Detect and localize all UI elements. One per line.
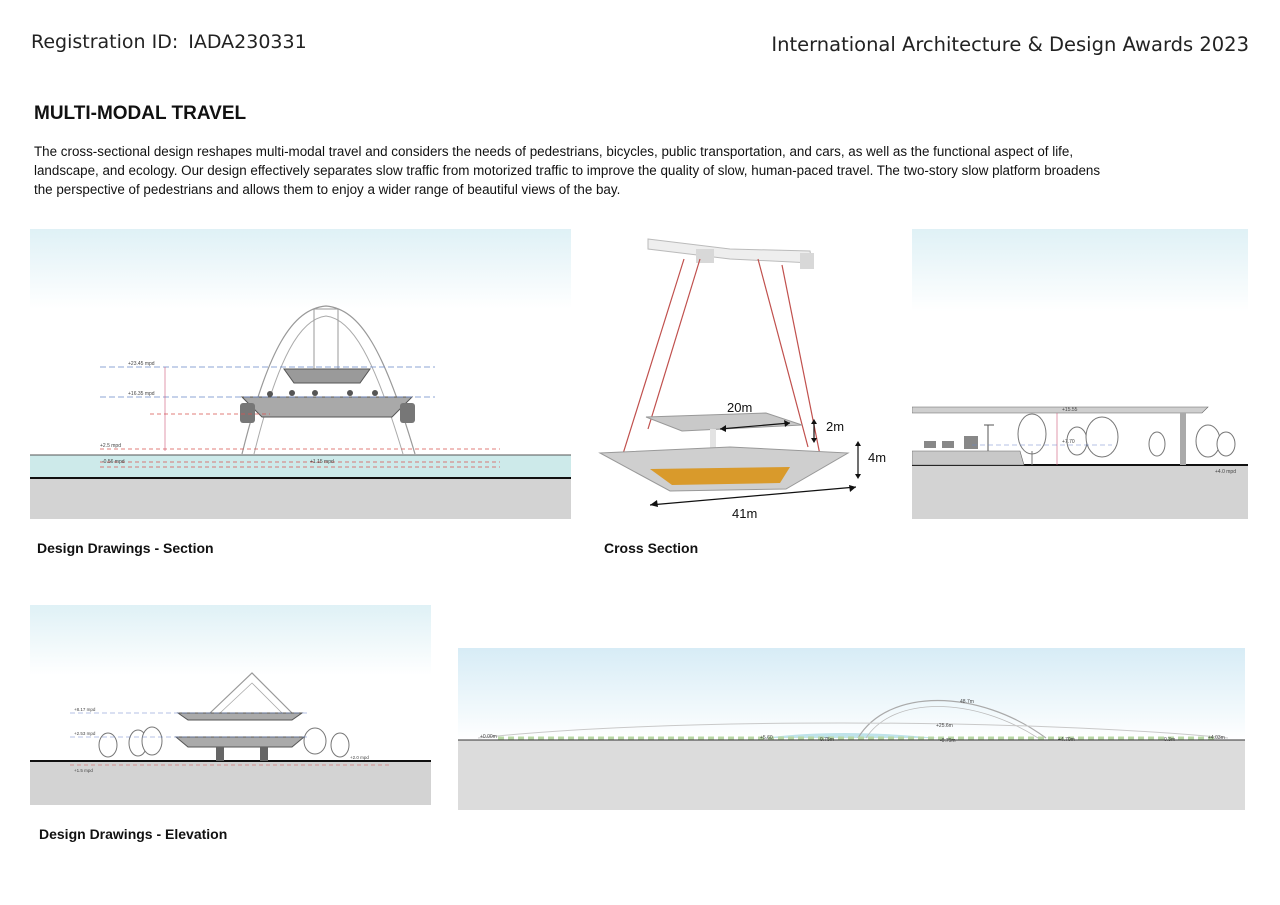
side-view-image: +15.55 +7.70 +4.0 mpd bbox=[912, 229, 1248, 519]
panorama-label: +25.6m bbox=[936, 723, 953, 729]
registration-value: IADA230331 bbox=[188, 31, 307, 53]
cross-section-image: 20m 2m 4m 41m bbox=[590, 229, 895, 524]
dim-label-upper-height: 2m bbox=[826, 419, 844, 434]
panorama-label: +5.60 bbox=[760, 735, 773, 741]
section-level-label: +16.35 mpd bbox=[128, 391, 155, 397]
bridge-panorama-image: 48.7m +25.6m +0.00m +5.60 0.75m -0.79m +… bbox=[458, 648, 1245, 810]
panorama-label: +0.00m bbox=[480, 734, 497, 740]
caption-section-drawing: Design Drawings - Section bbox=[37, 540, 214, 556]
section-level-label: +1.15 mpd bbox=[310, 459, 334, 465]
section-description: The cross-sectional design reshapes mult… bbox=[34, 144, 1101, 197]
elevation-label: +1.5 mpd bbox=[74, 768, 93, 773]
section-level-label: +2.5 mpd bbox=[100, 443, 121, 449]
dim-label-upper-width: 20m bbox=[727, 400, 752, 415]
side-view-label: +15.55 bbox=[1062, 407, 1078, 413]
dim-label-lower-width: 41m bbox=[732, 506, 757, 521]
caption-cross-section: Cross Section bbox=[604, 540, 699, 556]
elevation-label: +2.53 mpd bbox=[74, 731, 96, 736]
panorama-label: +4.03m bbox=[1208, 735, 1225, 741]
side-view-label: +4.0 mpd bbox=[1215, 469, 1236, 475]
panorama-label: 0.3m bbox=[1164, 737, 1175, 743]
section-level-label: -0.56 mpd bbox=[102, 459, 125, 465]
award-title: International Architecture & Design Awar… bbox=[771, 33, 1249, 56]
dim-label-lower-height: 4m bbox=[868, 450, 886, 465]
elevation-label: +2.0 mpd bbox=[350, 755, 369, 760]
registration-label: Registration ID: bbox=[31, 31, 179, 53]
side-view-label: +7.70 bbox=[1062, 439, 1075, 445]
section-drawing-image: +23.45 mpd +16.35 mpd +2.5 mpd -0.56 mpd… bbox=[30, 229, 571, 519]
registration-id: Registration ID: IADA230331 bbox=[31, 31, 307, 53]
panorama-label: +4.70m bbox=[1058, 737, 1075, 743]
section-level-label: +23.45 mpd bbox=[128, 361, 155, 367]
elevation-drawing-image: +8.17 mpd +2.53 mpd +2.0 mpd +1.5 mpd bbox=[30, 605, 431, 805]
elevation-label: +8.17 mpd bbox=[74, 707, 96, 712]
panorama-label: -0.79m bbox=[940, 738, 956, 744]
caption-elevation-drawing: Design Drawings - Elevation bbox=[39, 826, 228, 842]
section-title: MULTI-MODAL TRAVEL bbox=[34, 103, 247, 124]
panorama-label: 0.75m bbox=[820, 737, 834, 743]
panorama-label: 48.7m bbox=[960, 699, 974, 705]
